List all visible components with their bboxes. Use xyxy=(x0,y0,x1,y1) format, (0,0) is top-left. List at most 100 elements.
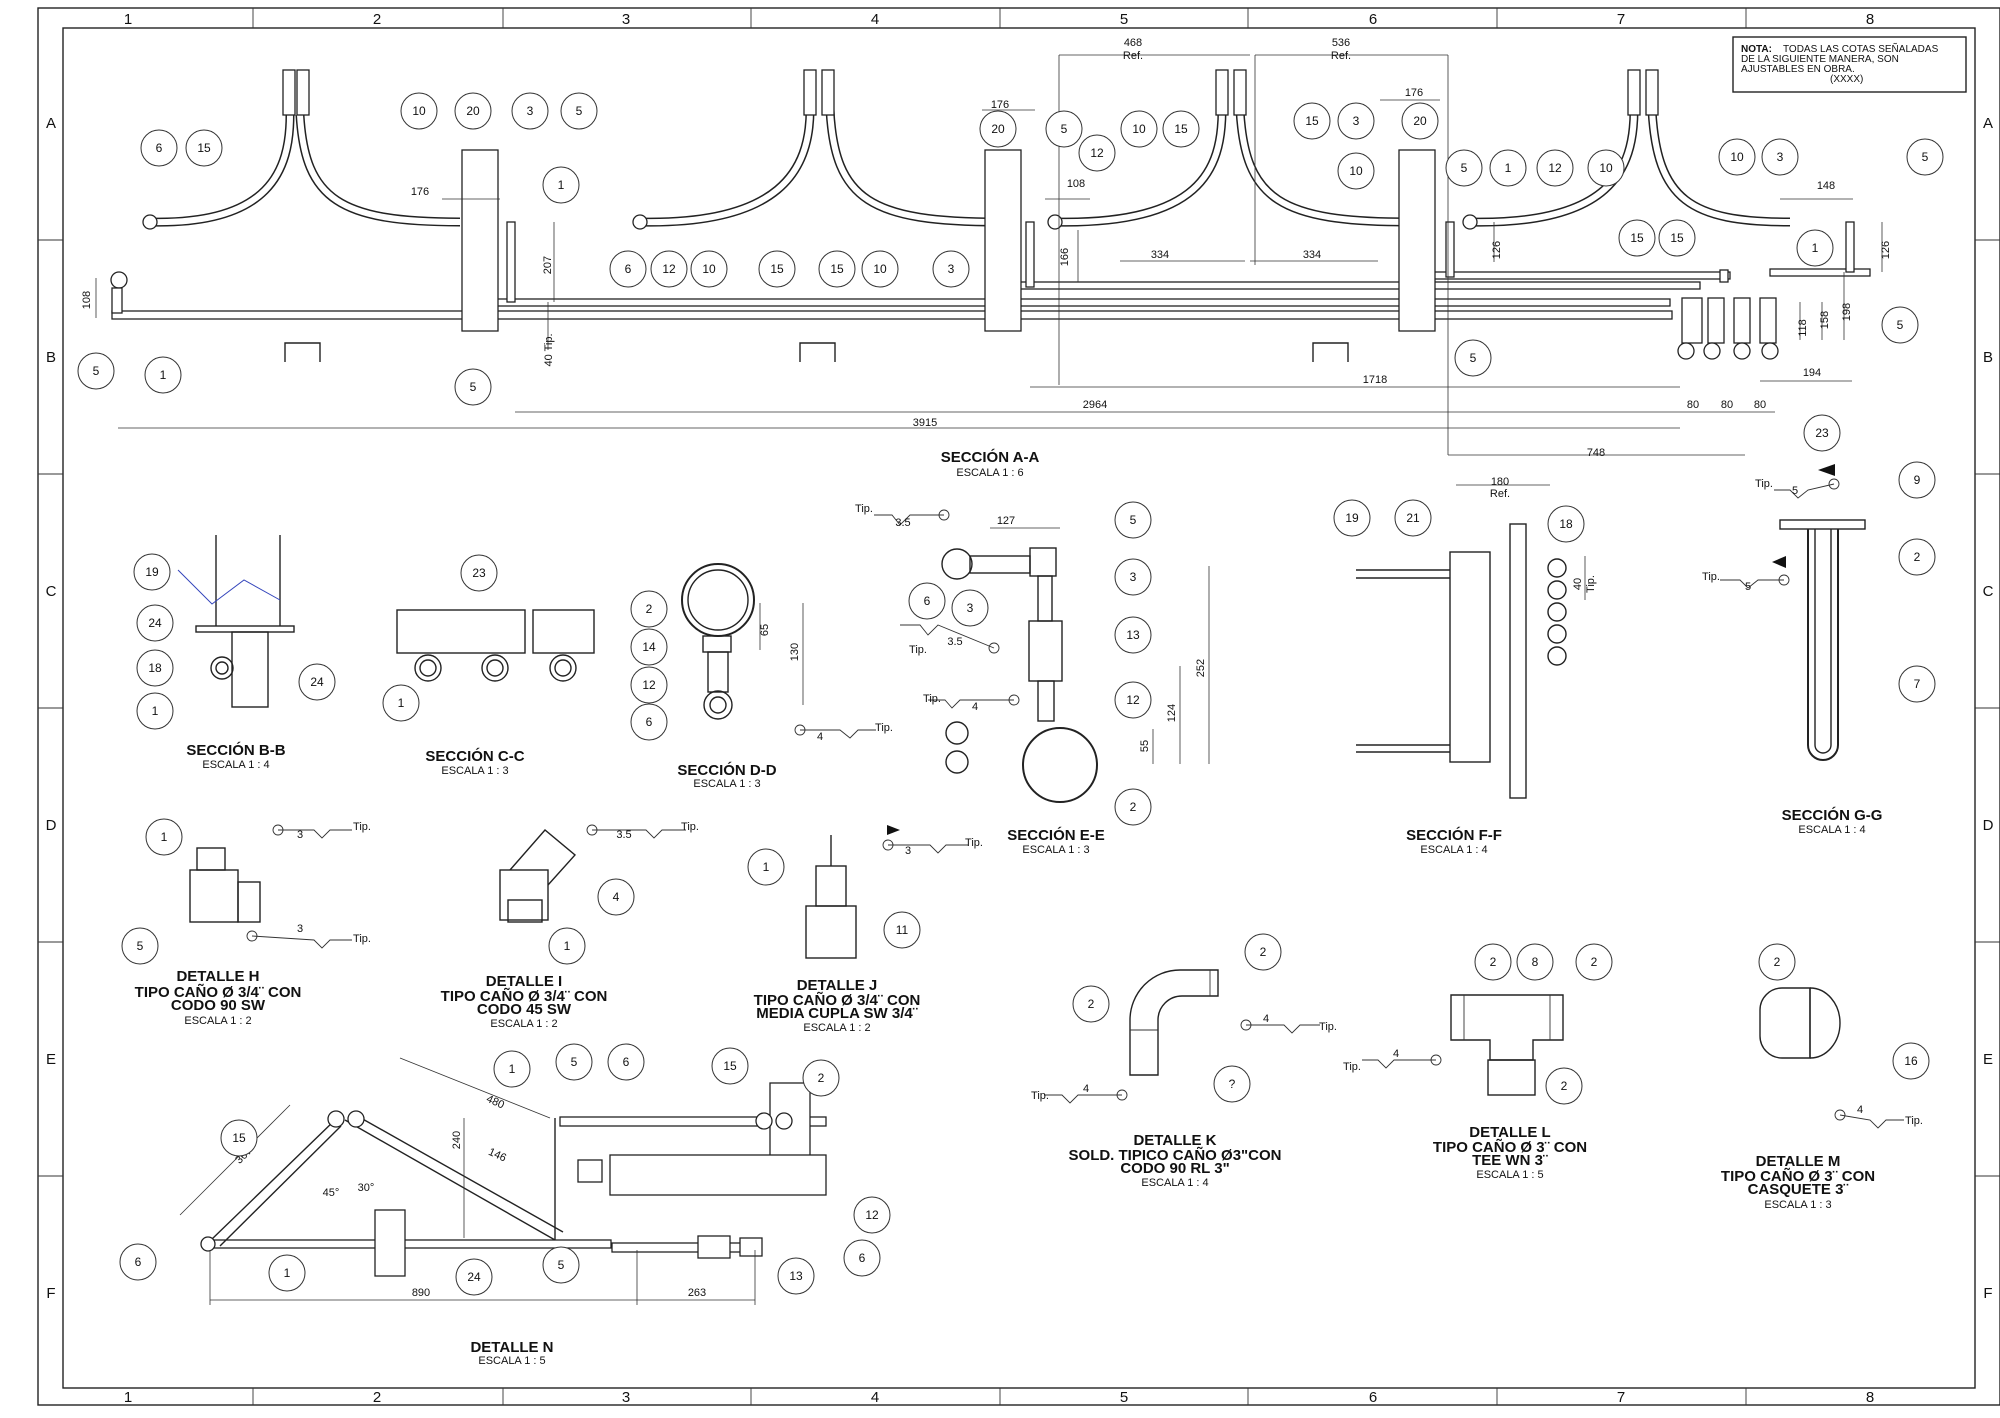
section-a-a-scale: ESCALA 1 : 6 xyxy=(956,467,1023,479)
section-b-b: SECCIÓN B-B ESCALA 1 : 4 xyxy=(177,535,295,771)
dim-3915: 3915 xyxy=(913,417,937,429)
balloon-item-1: 1 xyxy=(268,1254,306,1292)
balloon-item-2: 2 xyxy=(1072,985,1110,1023)
weld-4-4: 4 xyxy=(1083,1083,1089,1095)
section-f-f-title: SECCIÓN F-F xyxy=(1406,826,1502,844)
balloon-item-2: 2 xyxy=(1474,943,1512,981)
balloon-number: 15 xyxy=(1630,231,1644,245)
dim-65: 65 xyxy=(759,624,771,636)
dim-334-a: 334 xyxy=(1151,249,1169,261)
balloon-number: 13 xyxy=(789,1269,803,1283)
dim-80-a: 80 xyxy=(1687,399,1699,411)
row-label-e: E xyxy=(46,1051,56,1068)
detail-n: 890 263 480 367 240 146 45° 30° DETALLE … xyxy=(179,1057,827,1367)
balloon-item-19: 19 xyxy=(133,553,171,591)
section-c-c-title: SECCIÓN C-C xyxy=(425,747,524,765)
balloon-item-5: 5 xyxy=(1445,149,1483,187)
dim-55: 55 xyxy=(1139,740,1151,752)
weld-tip-8: Tip. xyxy=(353,933,371,945)
row-label-f-right: F xyxy=(1983,1285,1992,1302)
balloon-item-6: 6 xyxy=(630,703,668,741)
detail-m-l1: DETALLE M xyxy=(1756,1153,1841,1170)
weld-tip-10: Tip. xyxy=(965,837,983,849)
dim-748: 748 xyxy=(1587,447,1605,459)
col-label-6-bottom: 6 xyxy=(1369,1389,1377,1406)
section-c-c: SECCIÓN C-C ESCALA 1 : 3 xyxy=(396,609,595,777)
balloon-item-10: 10 xyxy=(1587,149,1625,187)
balloon-number: 3 xyxy=(1130,570,1137,584)
weld-tip-3: Tip. xyxy=(923,693,941,705)
balloon-item-2: 2 xyxy=(1758,943,1796,981)
balloon-number: 5 xyxy=(470,380,477,394)
detail-i-l3: CODO 45 SW xyxy=(477,1001,572,1018)
balloon-number: 3 xyxy=(1353,114,1360,128)
balloon-number: 6 xyxy=(924,594,931,608)
dim-890: 890 xyxy=(412,1287,430,1299)
dim-40-ff: 40 xyxy=(1572,578,1584,590)
balloon-item-2: 2 xyxy=(630,590,668,628)
note-line-4: (XXXX) xyxy=(1830,74,1863,85)
balloon-item-23: 23 xyxy=(1803,414,1841,452)
balloon-number: 6 xyxy=(859,1251,866,1265)
balloon-item-12: 12 xyxy=(650,250,688,288)
balloon-number: 1 xyxy=(509,1062,516,1076)
balloon-number: 15 xyxy=(232,1131,246,1145)
balloon-item-3: 3 xyxy=(511,92,549,130)
balloon-number: 6 xyxy=(135,1255,142,1269)
weld-tip-13: Tip. xyxy=(1343,1061,1361,1073)
balloon-number: 15 xyxy=(770,262,784,276)
balloon-number: 2 xyxy=(1088,997,1095,1011)
dim-468-ref: Ref. xyxy=(1123,50,1143,62)
balloon-item-3: 3 xyxy=(1114,558,1152,596)
section-d-d-title: SECCIÓN D-D xyxy=(677,761,776,779)
col-label-2-bottom: 2 xyxy=(373,1389,381,1406)
balloon-number: 10 xyxy=(1730,150,1744,164)
balloon-item-2: 2 xyxy=(1114,788,1152,826)
balloon-item-5: 5 xyxy=(542,1246,580,1284)
detail-l-scale: ESCALA 1 : 5 xyxy=(1476,1169,1543,1181)
section-e-e: 127 252 124 55 SECCIÓN E-E ESCALA 1 : 3 xyxy=(941,515,1210,856)
section-g-g-scale: ESCALA 1 : 4 xyxy=(1798,824,1865,836)
weld-tip-14: Tip. xyxy=(1905,1115,1923,1127)
section-g-g: SECCIÓN G-G ESCALA 1 : 4 xyxy=(1779,519,1882,836)
balloon-item-15: 15 xyxy=(220,1119,258,1157)
dim-468: 468 xyxy=(1124,37,1142,49)
balloon-item-7: 7 xyxy=(1898,665,1936,703)
row-label-c-right: C xyxy=(1983,583,1994,600)
row-label-d-right: D xyxy=(1983,817,1994,834)
dim-180-ref: Ref. xyxy=(1490,488,1510,500)
detail-j-l3: MEDIA CUPLA SW 3/4¨ xyxy=(756,1005,917,1022)
weld-4-3: 4 xyxy=(1263,1013,1269,1025)
balloon-number: 1 xyxy=(763,860,770,874)
balloon-number: 15 xyxy=(830,262,844,276)
balloon-number: 10 xyxy=(412,104,426,118)
balloon-number: 1 xyxy=(160,368,167,382)
balloon-item-16: 16 xyxy=(1892,1042,1930,1080)
col-label-8: 8 xyxy=(1866,11,1874,28)
weld-4-5: 4 xyxy=(1393,1048,1399,1060)
col-label-6: 6 xyxy=(1369,11,1377,28)
balloon-number: 20 xyxy=(1413,114,1427,128)
balloon-number: 2 xyxy=(1490,955,1497,969)
note-line-1: TODAS LAS COTAS SEÑALADAS xyxy=(1783,42,1939,55)
balloon-number: 1 xyxy=(558,178,565,192)
balloon-item-2: 2 xyxy=(1898,538,1936,576)
detail-j-l1: DETALLE J xyxy=(797,977,878,994)
weld-4-2: 4 xyxy=(817,731,823,743)
balloon-number: 5 xyxy=(558,1258,565,1272)
balloon-item-2: 2 xyxy=(1545,1067,1583,1105)
balloon-item-24: 24 xyxy=(455,1258,493,1296)
balloon-number: 10 xyxy=(1132,122,1146,136)
dim-240: 240 xyxy=(451,1131,463,1149)
section-e-e-title: SECCIÓN E-E xyxy=(1007,826,1105,844)
balloon-item-10: 10 xyxy=(861,250,899,288)
balloon-item-?: ? xyxy=(1213,1065,1251,1103)
balloon-number: 1 xyxy=(398,696,405,710)
balloon-number: 6 xyxy=(156,141,163,155)
dim-2964: 2964 xyxy=(1083,399,1107,411)
balloon-item-12: 12 xyxy=(1536,149,1574,187)
balloon-item-10: 10 xyxy=(1337,152,1375,190)
section-f-f-scale: ESCALA 1 : 4 xyxy=(1420,844,1487,856)
balloon-number: 1 xyxy=(1505,161,1512,175)
balloon-item-15: 15 xyxy=(1658,219,1696,257)
